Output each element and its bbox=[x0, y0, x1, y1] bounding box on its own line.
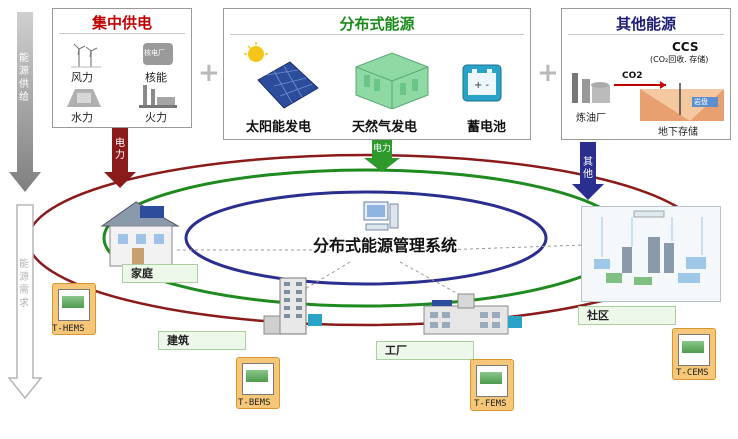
building-icon bbox=[263, 277, 322, 335]
fems-label: T-FEMS bbox=[474, 399, 507, 409]
supply-label: 能源供给 bbox=[19, 53, 29, 103]
cems-label: T-CEMS bbox=[676, 368, 709, 378]
svg-text:+ -: + - bbox=[474, 80, 490, 91]
power-arrow-left-label: 电力 bbox=[115, 138, 125, 161]
plus-icon: + bbox=[537, 58, 559, 88]
other-panel: 其他能源 CCS (CO₂回收. 存储) CO2 岩盘 炼油厂 地下存储 bbox=[561, 8, 731, 140]
refinery-icon bbox=[572, 73, 610, 103]
central-item-label: 核能 bbox=[145, 71, 167, 84]
solar-panel-icon bbox=[244, 42, 319, 109]
distributed-title: 分布式能源 bbox=[339, 15, 415, 33]
bems-device bbox=[236, 357, 280, 409]
distributed-panel: 分布式能源 太阳能发电 天然气发电 + - 蓄电池 bbox=[223, 8, 531, 140]
power-arrow-left bbox=[104, 128, 136, 188]
other-arrow bbox=[572, 142, 604, 200]
central-supply-title: 集中供电 bbox=[91, 14, 152, 32]
house-icon bbox=[100, 201, 180, 267]
computer-icon bbox=[363, 201, 399, 231]
distributed-item-label: 太阳能发电 bbox=[246, 120, 312, 135]
central-supply-panel: 集中供电 风力 核电厂 核能 水力 火力 bbox=[52, 8, 192, 128]
other-title: 其他能源 bbox=[615, 15, 676, 33]
nuclear-plant-icon: 核电厂 bbox=[143, 43, 173, 65]
power-arrow-mid-label: 电力 bbox=[372, 144, 391, 154]
thermal-plant-icon bbox=[139, 85, 177, 108]
central-item-label: 火力 bbox=[145, 111, 167, 124]
fems-device bbox=[470, 359, 514, 411]
distributed-item-label: 蓄电池 bbox=[467, 120, 507, 135]
nuclear-plate-text: 核电厂 bbox=[144, 49, 165, 57]
place-label-building: 建筑 bbox=[158, 331, 246, 350]
title-underline bbox=[230, 34, 524, 35]
place-label-home: 家庭 bbox=[122, 264, 198, 283]
demand-arrow bbox=[7, 204, 43, 400]
community-scene-icon bbox=[594, 210, 706, 285]
battery-icon: + - bbox=[462, 64, 502, 102]
demand-label: 能源需求 bbox=[19, 259, 29, 309]
place-label-community: 社区 bbox=[578, 306, 676, 325]
underground-label: 地下存储 bbox=[658, 127, 698, 138]
bems-label: T-BEMS bbox=[238, 398, 271, 408]
hems-device bbox=[52, 283, 96, 335]
central-item-label: 风力 bbox=[71, 71, 93, 84]
title-underline bbox=[568, 34, 724, 35]
supply-arrow bbox=[9, 12, 41, 192]
title-underline bbox=[59, 33, 185, 34]
hems-label: T-HEMS bbox=[52, 324, 85, 334]
rock-label: 岩盘 bbox=[694, 98, 708, 106]
community-image bbox=[581, 206, 721, 302]
gas-generator-icon bbox=[355, 52, 429, 109]
wind-turbine-icon bbox=[71, 43, 101, 68]
refinery-label: 炼油厂 bbox=[576, 113, 606, 124]
inner-blue-ring bbox=[184, 190, 548, 286]
other-arrow-label: 其他 bbox=[583, 157, 593, 180]
hydro-dam-icon bbox=[67, 89, 101, 107]
ccs-sub-label: (CO₂回收. 存储) bbox=[650, 55, 709, 64]
ccs-illustration bbox=[572, 73, 724, 121]
center-system-title: 分布式能源管理系统 bbox=[312, 236, 457, 255]
co2-label: CO2 bbox=[622, 71, 643, 81]
central-item-label: 水力 bbox=[71, 111, 93, 124]
plus-icon: + bbox=[198, 58, 220, 88]
distributed-item-label: 天然气发电 bbox=[352, 120, 418, 135]
place-label-factory: 工厂 bbox=[376, 341, 474, 360]
power-arrow-mid bbox=[364, 138, 400, 172]
cems-device bbox=[672, 328, 716, 380]
factory-icon bbox=[423, 293, 522, 335]
ccs-label: CCS bbox=[672, 40, 699, 54]
